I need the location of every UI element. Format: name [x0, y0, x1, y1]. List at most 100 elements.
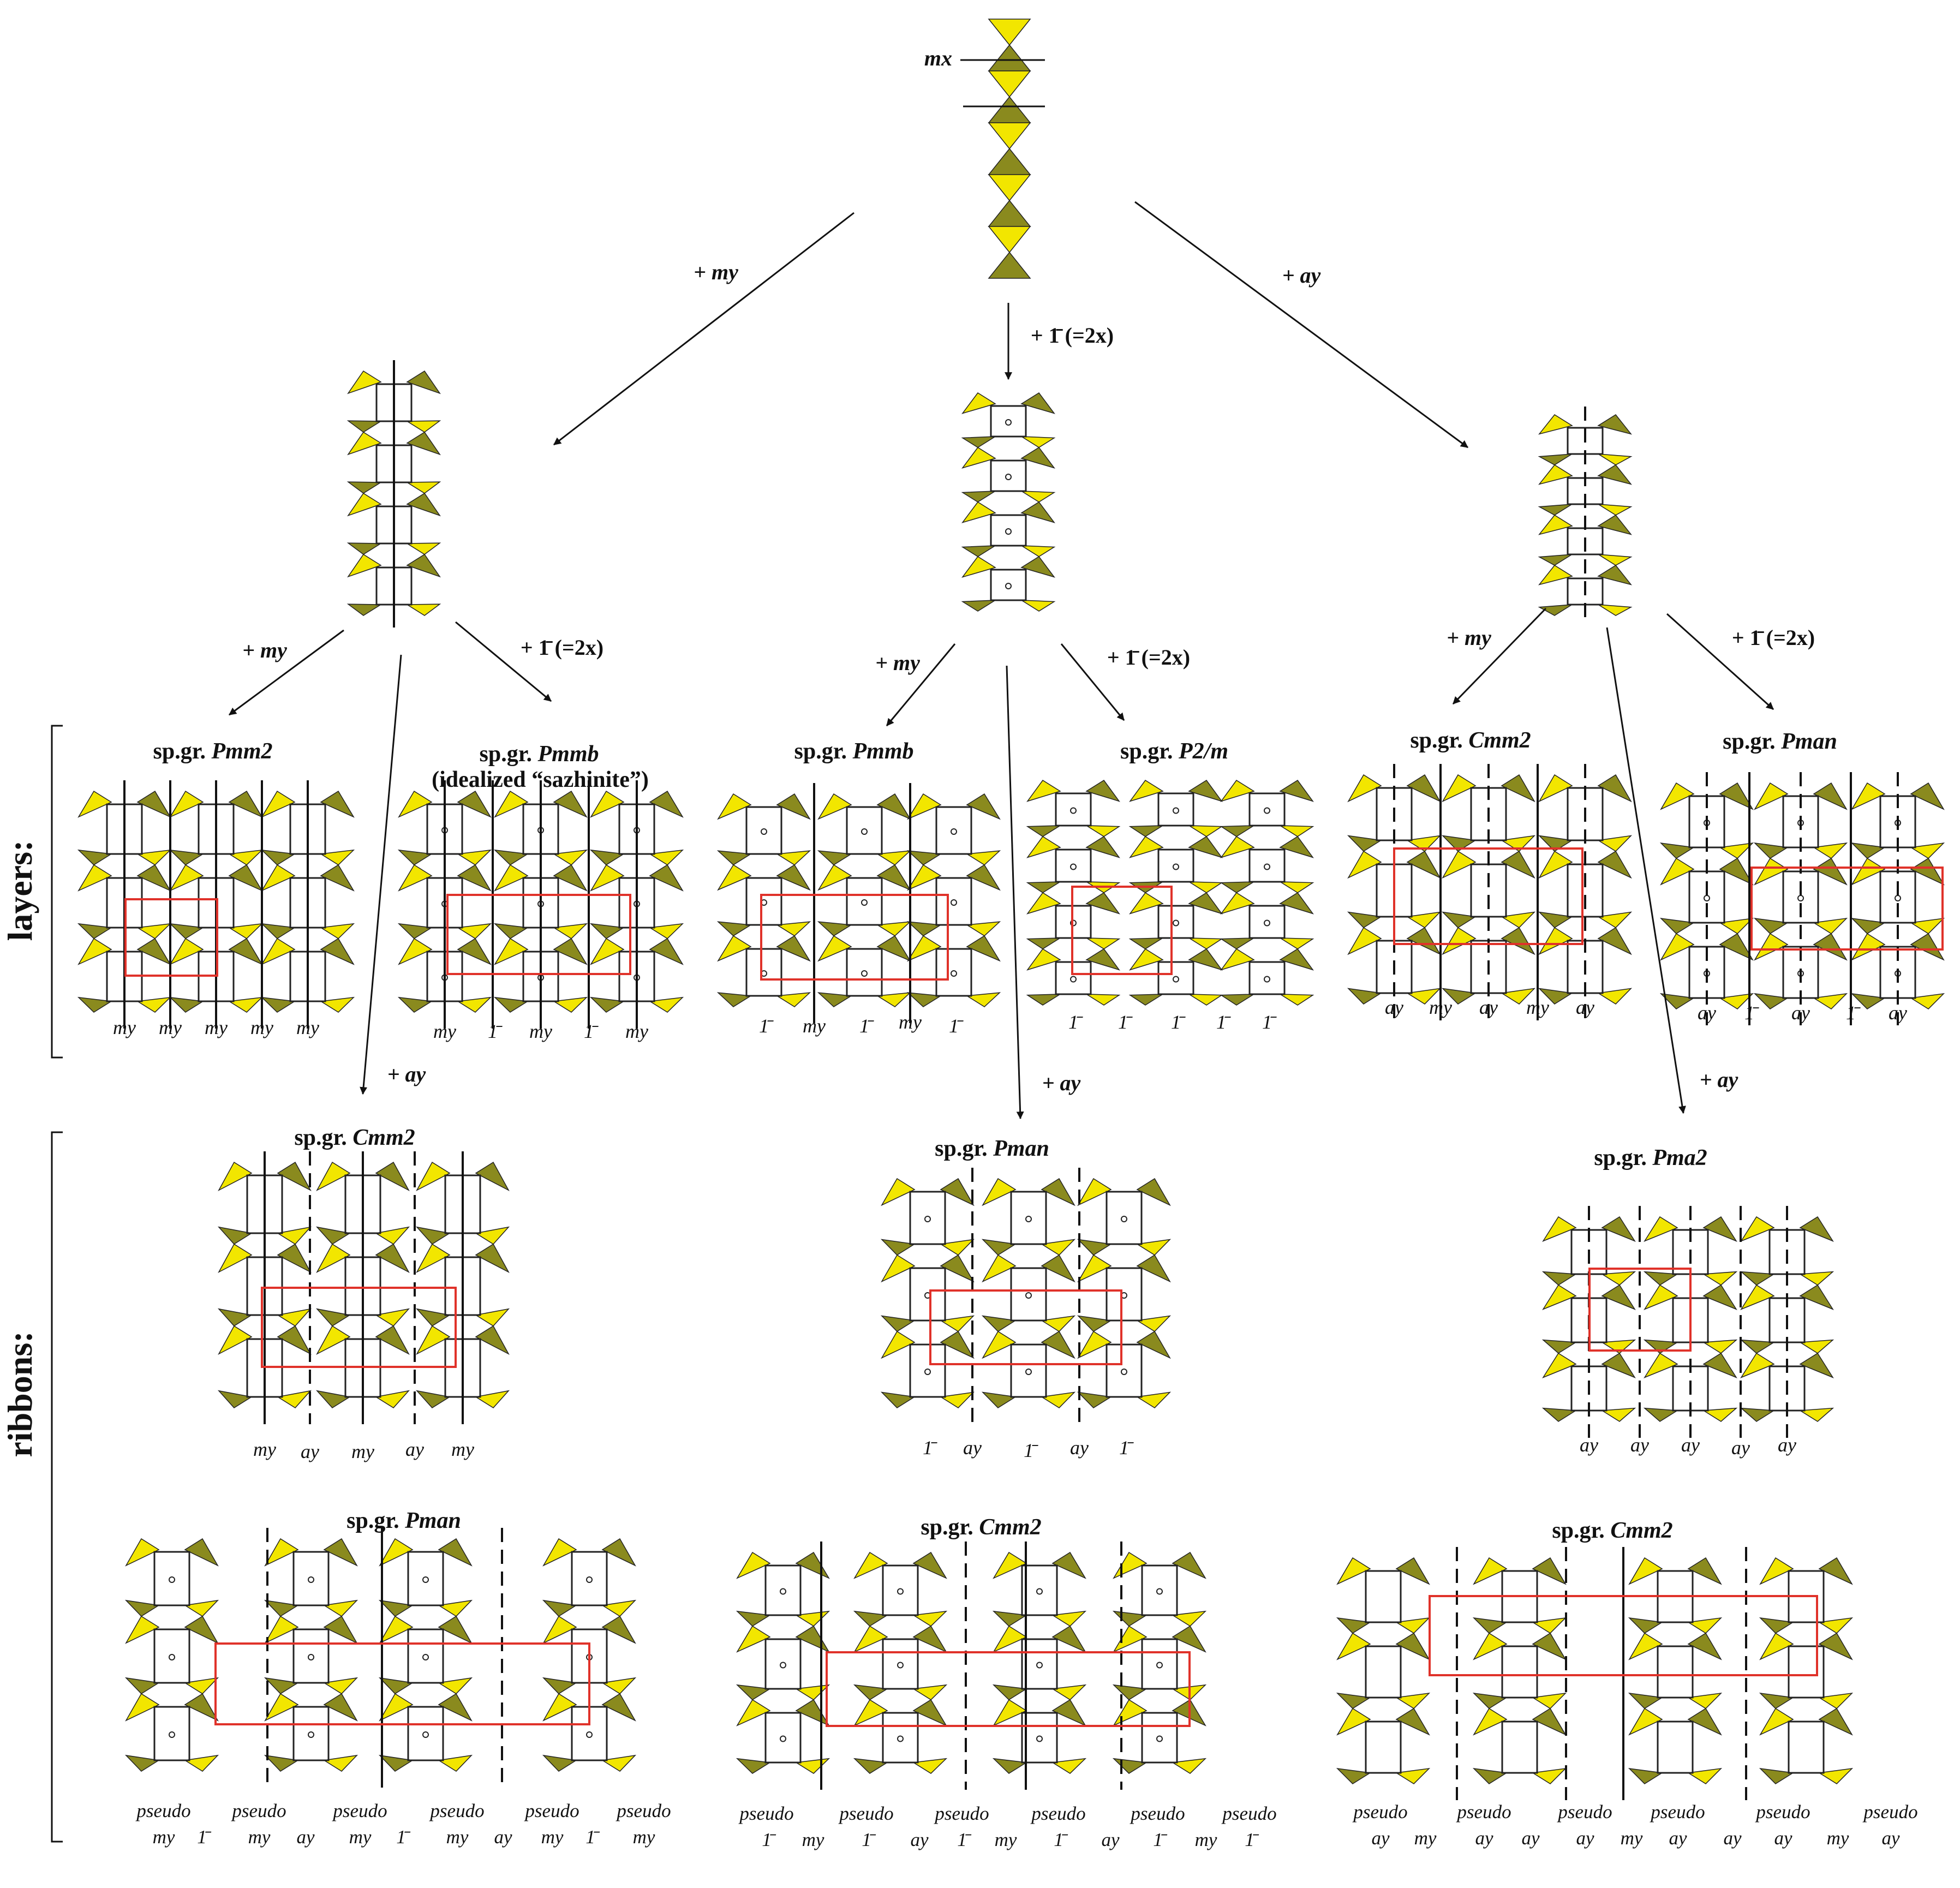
tetrahedron	[398, 937, 433, 965]
op-label: 1̄	[488, 1020, 503, 1042]
tetrahedron	[1909, 843, 1945, 859]
ring	[882, 1638, 919, 1690]
tetrahedron	[775, 992, 811, 1007]
tetrahedron	[1051, 1610, 1087, 1627]
tetrahedron	[1813, 782, 1848, 810]
panel-title-p2m: sp.gr. P2/m	[1120, 739, 1228, 764]
inversion-center	[951, 970, 957, 977]
tetrahedron	[1659, 918, 1695, 934]
tetrahedron	[1172, 1551, 1206, 1579]
tetrahedron	[77, 996, 113, 1013]
svg-text:sp.gr. Cmm2: sp.gr. Cmm2	[1410, 728, 1531, 753]
tetrahedron	[1336, 1693, 1372, 1709]
unit-cell	[1588, 1268, 1692, 1352]
tetrahedron	[493, 923, 529, 939]
tetrahedron	[218, 1161, 253, 1192]
tetrahedron	[218, 1325, 253, 1355]
arrow-label-mid-inv: + 1̄ (=2x)	[1107, 645, 1190, 670]
tetrahedron	[124, 1677, 160, 1694]
tetrahedron	[1395, 1557, 1430, 1585]
tetrahedron	[456, 849, 492, 865]
tetrahedron	[881, 1330, 916, 1359]
ring	[745, 877, 782, 926]
tetrahedron	[1500, 911, 1536, 928]
tetrahedron	[320, 937, 355, 965]
ring	[1010, 1267, 1047, 1322]
tetrahedron	[1541, 1271, 1577, 1286]
tetrahedron	[1818, 1768, 1854, 1784]
svg-text:sp.gr. Pmmb: sp.gr. Pmmb	[794, 739, 914, 764]
tetrahedron	[169, 923, 205, 939]
inversion-center	[1173, 863, 1179, 870]
tetrahedron	[1136, 1239, 1172, 1256]
tetrahedron	[601, 1677, 637, 1694]
ring	[292, 1551, 330, 1606]
ring	[1501, 1720, 1538, 1774]
tetrahedron	[1020, 600, 1056, 612]
tetrahedron	[1187, 994, 1223, 1006]
panel-cmm2-c	[736, 1542, 1207, 1790]
unit-cell	[214, 1642, 590, 1725]
tetrahedron	[184, 1538, 219, 1567]
tetrahedron	[1628, 1707, 1663, 1736]
inversion-center	[1070, 807, 1077, 814]
tetrahedron	[228, 864, 263, 892]
tetrahedron	[817, 793, 852, 820]
tetrahedron	[965, 992, 1001, 1007]
ring	[1157, 792, 1194, 827]
double-chain-my	[346, 360, 441, 628]
tetrahedron	[77, 849, 113, 865]
ring	[153, 1551, 190, 1606]
op-label: 1̄	[759, 1015, 774, 1037]
tetrahedron	[374, 1308, 410, 1327]
op-label: ay	[301, 1441, 319, 1462]
tetrahedron	[907, 864, 942, 891]
tetrahedron	[169, 996, 205, 1013]
tetrahedron	[992, 1610, 1028, 1627]
tetrahedron	[1472, 1768, 1508, 1784]
tetrahedron	[1538, 565, 1573, 585]
tetrahedron	[1799, 1284, 1834, 1310]
tetrahedron	[437, 1677, 473, 1694]
ring	[1021, 1564, 1058, 1616]
tetrahedron	[589, 923, 625, 939]
tetrahedron	[1129, 948, 1164, 971]
tetrahedron	[379, 1693, 414, 1722]
tetrahedron	[264, 1677, 300, 1694]
tetrahedron	[1759, 1693, 1795, 1709]
tetrahedron	[379, 1615, 414, 1644]
tetrahedron	[276, 1226, 312, 1245]
inversion-center	[1173, 807, 1179, 814]
tetrahedron	[717, 793, 752, 820]
svg-text:sp.gr. Pma2: sp.gr. Pma2	[1594, 1145, 1707, 1170]
inversion-center	[1025, 1216, 1032, 1222]
tetrahedron	[323, 1693, 358, 1722]
tetrahedron	[218, 1243, 253, 1274]
op-label: 1̄	[1846, 1002, 1861, 1024]
panel-title-cmm2-a: sp.gr. Cmm2	[1410, 728, 1531, 753]
tetrahedron	[136, 849, 172, 865]
svg-text:sp.gr. P2/m: sp.gr. P2/m	[1120, 739, 1228, 764]
tetrahedron	[1597, 835, 1633, 852]
tetrahedron	[1909, 918, 1945, 934]
tetrahedron	[1077, 1239, 1113, 1256]
inversion-center	[897, 1588, 904, 1595]
tetrahedron	[1818, 1557, 1853, 1585]
inversion-center	[586, 1576, 593, 1583]
inversion-center	[169, 1654, 175, 1660]
tetrahedron	[553, 937, 588, 965]
tetrahedron	[457, 937, 492, 965]
double-chain-ay	[1538, 407, 1633, 619]
tetrahedron	[136, 790, 171, 818]
ring	[1248, 905, 1286, 939]
tetrahedron	[1719, 857, 1754, 886]
inversion-center	[780, 1588, 786, 1595]
tetrahedron	[1085, 937, 1121, 949]
op-label: ay	[1778, 1434, 1796, 1456]
tetrahedron	[416, 1161, 451, 1192]
op-label: 1̄	[1262, 1011, 1277, 1033]
tetrahedron	[716, 992, 752, 1007]
tetrahedron	[1538, 911, 1574, 928]
op-label: 1̄	[1118, 1011, 1133, 1033]
